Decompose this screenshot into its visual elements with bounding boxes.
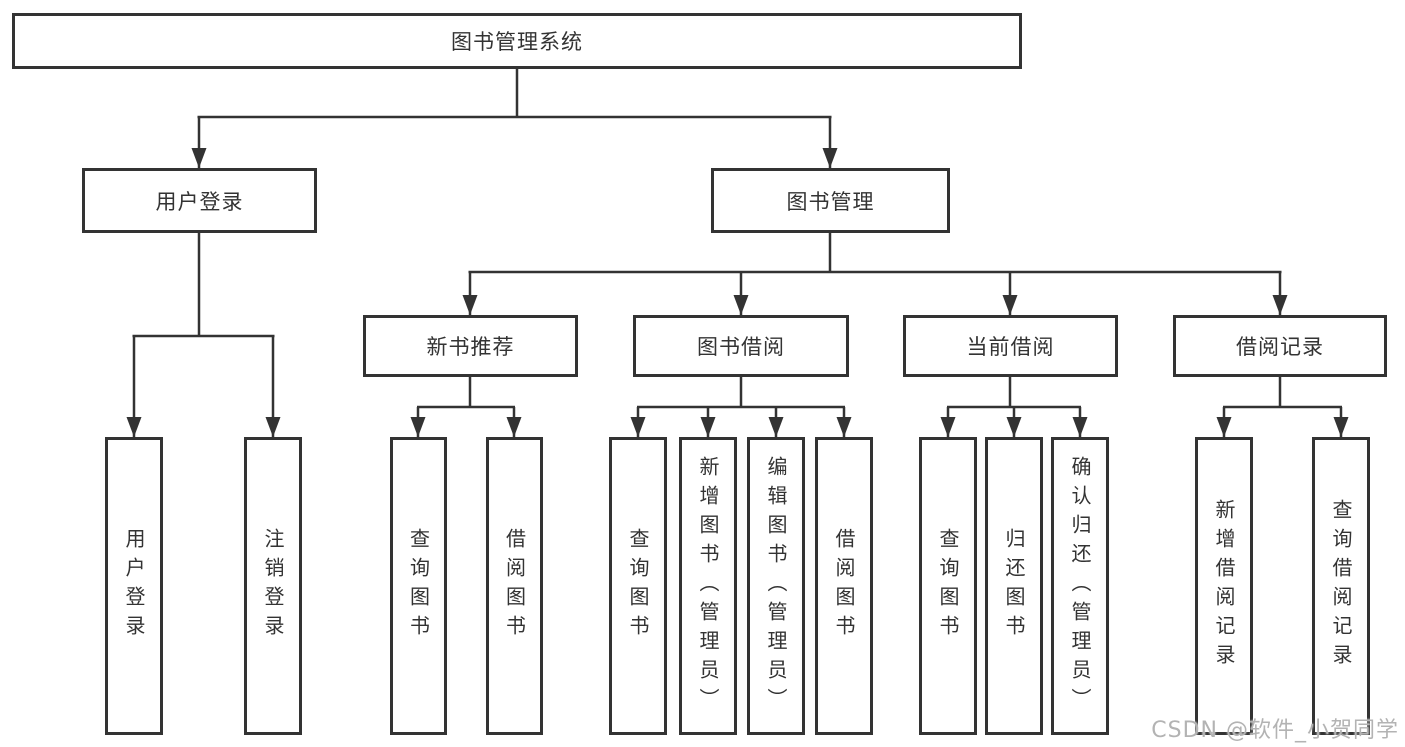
node-book-borrow-label: 图书借阅 xyxy=(697,335,785,359)
node-rec-borrow-books: 借阅图书 xyxy=(486,437,543,735)
node-br-add-record-label: 新增借阅记录 xyxy=(1212,499,1236,673)
node-cb-query-books: 查询图书 xyxy=(919,437,977,735)
node-borrow-records: 借阅记录 xyxy=(1173,315,1387,377)
node-new-book-rec: 新书推荐 xyxy=(363,315,578,377)
node-login-user-label: 用户登录 xyxy=(122,528,146,644)
node-br-query-record-label: 查询借阅记录 xyxy=(1329,499,1353,673)
node-bb-borrow-books-label: 借阅图书 xyxy=(832,528,856,644)
node-user-login: 用户登录 xyxy=(82,168,317,233)
node-login-logout: 注销登录 xyxy=(244,437,302,735)
node-bb-add-books-admin: 新增图书（管理员） xyxy=(679,437,737,735)
connector-arrows xyxy=(126,117,1349,437)
node-rec-borrow-books-label: 借阅图书 xyxy=(502,528,527,644)
node-book-borrow: 图书借阅 xyxy=(633,315,849,377)
node-book-mgmt: 图书管理 xyxy=(711,168,950,233)
node-rec-query-books: 查询图书 xyxy=(390,437,447,735)
node-borrow-records-label: 借阅记录 xyxy=(1236,335,1324,359)
node-new-book-rec-label: 新书推荐 xyxy=(426,335,515,359)
node-rec-query-books-label: 查询图书 xyxy=(406,528,431,644)
node-cb-query-books-label: 查询图书 xyxy=(936,528,960,644)
node-root: 图书管理系统 xyxy=(12,13,1022,69)
node-current-borrow: 当前借阅 xyxy=(903,315,1118,377)
node-login-user: 用户登录 xyxy=(105,437,163,735)
node-root-label: 图书管理系统 xyxy=(451,30,583,54)
node-login-logout-label: 注销登录 xyxy=(261,528,285,644)
watermark: CSDN @软件_小贺同学 xyxy=(1151,718,1399,743)
node-cb-return-books: 归还图书 xyxy=(985,437,1043,735)
node-bb-query-books: 查询图书 xyxy=(609,437,667,735)
node-cb-confirm-return-admin: 确认归还（管理员） xyxy=(1051,437,1109,735)
node-br-query-record: 查询借阅记录 xyxy=(1312,437,1370,735)
node-book-mgmt-label: 图书管理 xyxy=(786,189,875,214)
node-bb-add-books-admin-label: 新增图书（管理员） xyxy=(696,455,720,717)
node-cb-return-books-label: 归还图书 xyxy=(1002,528,1026,644)
node-bb-borrow-books: 借阅图书 xyxy=(815,437,873,735)
node-br-add-record: 新增借阅记录 xyxy=(1195,437,1253,735)
node-bb-query-books-label: 查询图书 xyxy=(626,528,650,644)
node-bb-edit-books-admin: 编辑图书（管理员） xyxy=(747,437,805,735)
node-bb-edit-books-admin-label: 编辑图书（管理员） xyxy=(764,455,788,717)
node-current-borrow-label: 当前借阅 xyxy=(966,335,1055,359)
node-cb-confirm-return-admin-label: 确认归还（管理员） xyxy=(1068,455,1092,717)
node-user-login-label: 用户登录 xyxy=(155,189,244,214)
